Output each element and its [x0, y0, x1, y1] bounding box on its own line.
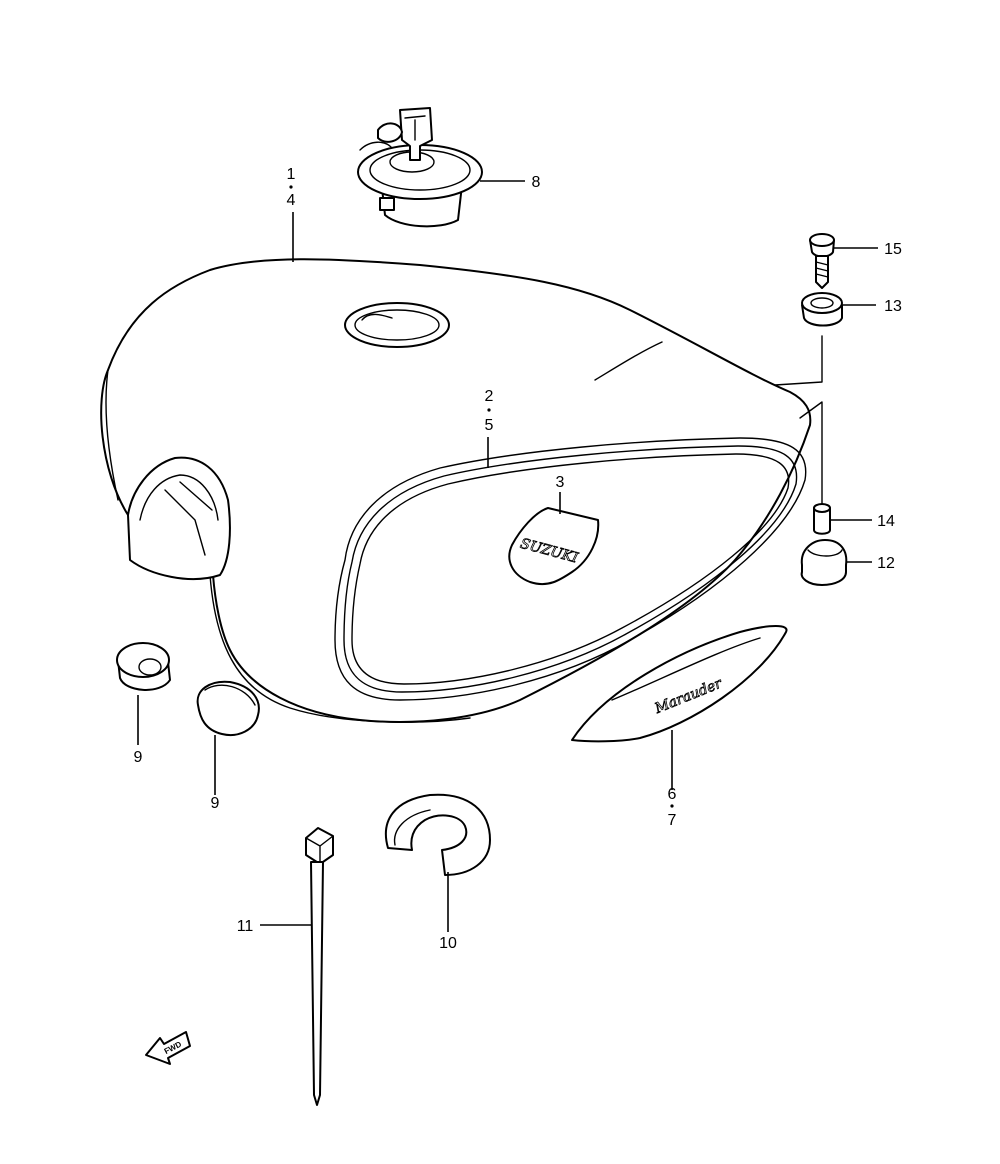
c-rubber-clip — [384, 793, 491, 876]
callout-14: 14 — [877, 513, 895, 530]
callout-15: 15 — [884, 241, 902, 258]
callout-4: 4 — [287, 192, 296, 209]
callout-1-4: 1 4 — [287, 166, 296, 209]
cushion-a — [116, 642, 171, 691]
leader-lines — [137, 180, 878, 932]
callout-2-5: 2 5 — [485, 388, 494, 434]
callout-7: 7 — [668, 812, 677, 829]
spacer-collar — [813, 503, 831, 535]
callout-12: 12 — [877, 555, 895, 572]
rubber-mount — [800, 539, 848, 586]
mounting-bolt — [809, 233, 835, 289]
callout-9a: 9 — [134, 749, 143, 766]
callout-3: 3 — [556, 474, 565, 491]
cushion-b — [196, 680, 260, 736]
callout-2: 2 — [485, 388, 494, 405]
callout-10: 10 — [439, 935, 457, 952]
callout-6-7: 6 7 — [668, 786, 677, 829]
callout-13: 13 — [884, 298, 902, 315]
cable-tie — [305, 827, 334, 1106]
fuel-cap — [357, 107, 483, 228]
forward-arrow-icon: FWD — [145, 1031, 191, 1065]
callout-1: 1 — [287, 166, 296, 183]
callout-5: 5 — [485, 417, 494, 434]
grommet — [801, 292, 843, 327]
callout-6: 6 — [668, 786, 677, 803]
callout-9b: 9 — [211, 795, 220, 812]
fuel-tank — [100, 258, 823, 723]
callout-11: 11 — [237, 918, 254, 935]
ignition-key — [359, 107, 433, 161]
callout-8: 8 — [532, 174, 541, 191]
tank-emblem: SUZUKI — [508, 507, 600, 586]
